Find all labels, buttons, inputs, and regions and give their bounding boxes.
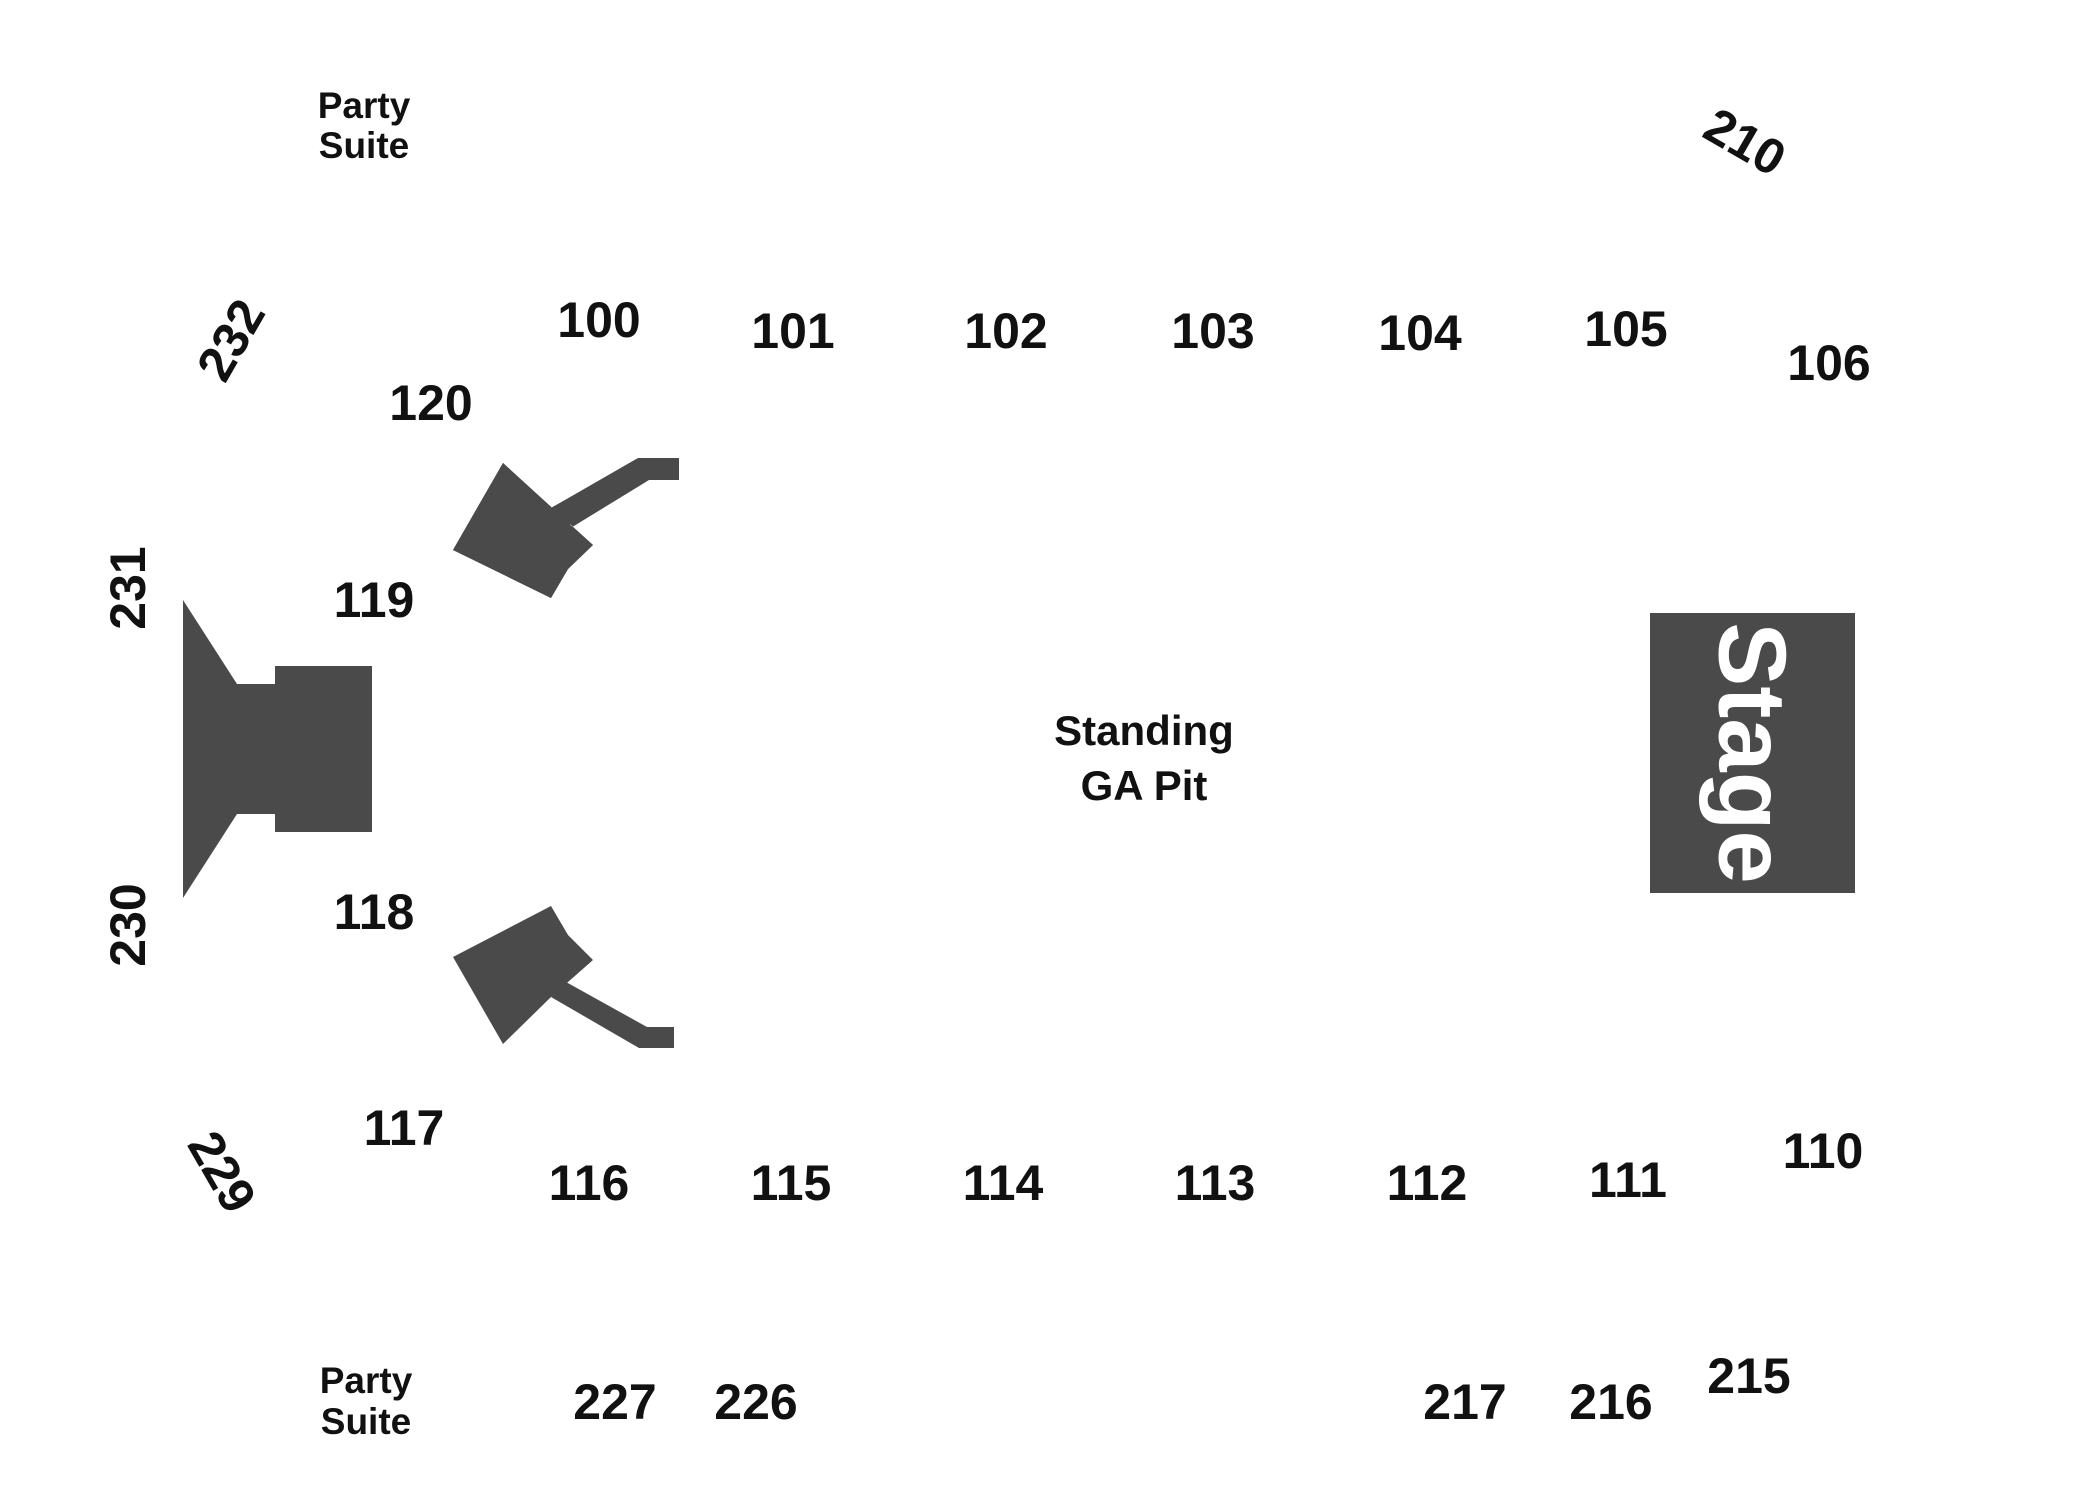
section-105[interactable]: 105: [1584, 301, 1667, 357]
ga-pit-label-line2[interactable]: GA Pit: [1081, 762, 1208, 809]
party-suite-top-line2[interactable]: Suite: [319, 125, 409, 166]
section-112[interactable]: 112: [1387, 1155, 1468, 1211]
section-231[interactable]: 231: [100, 546, 156, 629]
party-suite-bottom-line1[interactable]: Party: [320, 1360, 413, 1401]
section-226[interactable]: 226: [714, 1374, 797, 1430]
section-215[interactable]: 215: [1707, 1348, 1790, 1404]
section-104[interactable]: 104: [1378, 305, 1462, 361]
section-110[interactable]: 110: [1783, 1123, 1864, 1179]
section-116[interactable]: 116: [549, 1155, 630, 1211]
upper-floor-platform-ramp: [551, 458, 679, 527]
section-229[interactable]: 229: [177, 1122, 267, 1222]
section-120[interactable]: 120: [389, 375, 472, 431]
stage-shape[interactable]: [1650, 613, 1855, 893]
party-suite-bottom-line2[interactable]: Suite: [321, 1401, 411, 1442]
party-suite-top-line1[interactable]: Party: [318, 85, 411, 126]
ga-pit-label-line1[interactable]: Standing: [1054, 707, 1234, 754]
section-210[interactable]: 210: [1695, 97, 1795, 187]
lower-floor-platform-body[interactable]: [453, 906, 593, 1044]
section-117[interactable]: 117: [364, 1100, 445, 1156]
section-118[interactable]: 118: [334, 884, 415, 940]
section-119[interactable]: 119: [334, 572, 415, 628]
section-101[interactable]: 101: [751, 303, 834, 359]
section-100[interactable]: 100: [557, 292, 640, 348]
section-230[interactable]: 230: [100, 883, 156, 966]
section-216[interactable]: 216: [1569, 1374, 1652, 1430]
upper-floor-platform-body: [453, 463, 593, 598]
section-227[interactable]: 227: [573, 1374, 656, 1430]
section-103[interactable]: 103: [1171, 303, 1254, 359]
mix-position-shape[interactable]: [183, 600, 372, 898]
section-217[interactable]: 217: [1423, 1374, 1506, 1430]
lower-floor-platform-ramp: [551, 982, 674, 1048]
section-114[interactable]: 114: [963, 1155, 1044, 1211]
section-232[interactable]: 232: [186, 290, 276, 390]
section-102[interactable]: 102: [964, 303, 1047, 359]
section-106[interactable]: 106: [1787, 335, 1870, 391]
section-111[interactable]: 111: [1589, 1152, 1667, 1208]
section-113[interactable]: 113: [1175, 1155, 1256, 1211]
stage-label: Stage: [1699, 622, 1806, 883]
section-115[interactable]: 115: [751, 1155, 832, 1211]
